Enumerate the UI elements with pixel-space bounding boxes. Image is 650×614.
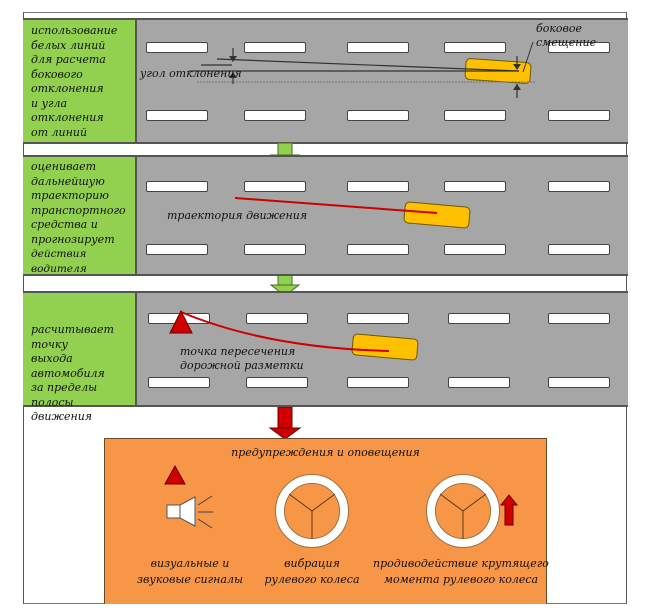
caption-visual-sound: визуальные и звуковые сигналы [125, 556, 255, 588]
stage-2-label-line: прогнозирует [31, 232, 115, 246]
vehicle [464, 57, 532, 85]
stage-3-label-line: за пределы полосы [31, 381, 98, 409]
deviation-angle-label: угол отклонения [140, 67, 242, 80]
lane-dash [246, 313, 308, 324]
sound-wave-icon [197, 518, 213, 529]
stage-1-label-line: и угла [31, 96, 68, 110]
stage-3-label-line: движения [31, 410, 93, 423]
warnings-panel: предупреждения и оповещения визуальные и… [104, 438, 549, 604]
stage-1-label-line: использование [31, 24, 118, 37]
sound-wave-icon [197, 495, 213, 506]
lane-dash [246, 377, 308, 388]
warnings-title: предупреждения и оповещения [231, 446, 420, 459]
lane-dash [146, 42, 208, 53]
stage-2-label-line: транспортного [31, 203, 126, 217]
stage-2-label-line: траекторию [31, 189, 109, 202]
lane-dash [148, 377, 210, 388]
speaker-cone-icon [179, 496, 196, 527]
lane-dash [347, 42, 409, 53]
steering-wheel-spoke [439, 493, 464, 512]
stage-1-panel: использование белых линий для расчета бо… [23, 18, 628, 144]
lane-dash [548, 42, 610, 53]
lane-dash [444, 42, 506, 53]
crossing-point-label-line: дорожной разметки [180, 359, 304, 372]
stage-1-label-line: для расчета [31, 53, 106, 66]
lateral-offset-label-line: смещение [536, 36, 597, 49]
caption-vibration: вибрация рулевого колеса [245, 556, 379, 588]
caption-line: продиводействие крутящего [373, 557, 549, 570]
lane-dash [148, 313, 210, 324]
stage-3-label: расчитывает точку выхода автомобиля за п… [23, 293, 137, 423]
lane-dash [448, 313, 510, 324]
stage-3-panel: расчитывает точку выхода автомобиля за п… [23, 291, 628, 423]
steering-wheel-rim [427, 475, 499, 547]
lateral-offset-label: боковое смещение [536, 22, 596, 50]
stage-1-label: использование белых линий для расчета бо… [23, 20, 137, 142]
lateral-offset-label-line: боковое [536, 22, 583, 35]
vehicle [403, 201, 471, 229]
lane-dash [244, 42, 306, 53]
stage-2-label-line: средства и [31, 218, 98, 231]
caption-line: момента рулевого колеса [383, 573, 539, 586]
steering-wheel-spoke [462, 493, 487, 512]
crossing-point-label: точка пересечения дорожной разметки [180, 345, 304, 373]
steering-wheel-spoke [288, 493, 313, 512]
crossing-point-label-line: точка пересечения [180, 345, 296, 358]
caption-line: звуковые сигналы [137, 573, 243, 586]
lane-dash [146, 110, 208, 121]
stage-2-label-line: оценивает [31, 160, 97, 173]
lane-dash [548, 377, 610, 388]
stage-1-label-line: бокового [31, 67, 83, 81]
stage-2-label-line: дальнейшую [31, 174, 105, 188]
stage-1-label-line: от линий [31, 125, 88, 139]
arrow-up-icon [499, 494, 519, 526]
lane-dash [347, 110, 409, 121]
lane-dash [347, 244, 409, 255]
stage-2-label-line: действия водителя [31, 248, 87, 275]
arrow-down-icon [229, 56, 237, 62]
lane-dash [146, 181, 208, 192]
lane-dash [244, 181, 306, 192]
lane-dash [448, 377, 510, 388]
stage-2-label: оценивает дальнейшую траекторию транспор… [23, 157, 137, 275]
caption-line: рулевого колеса [264, 573, 360, 586]
lane-dash [548, 181, 610, 192]
arrow-up-icon [513, 84, 521, 90]
caption-line: визуальные и [150, 557, 230, 570]
lane-dash [548, 110, 610, 121]
vehicle [351, 333, 419, 361]
lane-dash [548, 313, 610, 324]
stage-2-road: траектория движения [137, 157, 628, 274]
stage-3-road: точка пересечения дорожной разметки [137, 293, 628, 405]
lane-dash [444, 181, 506, 192]
lane-dash [146, 244, 208, 255]
lane-dash [244, 110, 306, 121]
warning-triangle-icon [164, 464, 186, 485]
lane-dash [444, 110, 506, 121]
stage-3-label-line: расчитывает точку [31, 323, 114, 351]
caption-counter-torque: продиводействие крутящего момента рулево… [373, 556, 549, 588]
stage-1-label-line: отклонения [31, 111, 104, 124]
trajectory-label: траектория движения [167, 209, 308, 222]
lane-dash [548, 244, 610, 255]
stage-2-panel: оценивает дальнейшую траекторию транспор… [23, 155, 628, 276]
speaker-body-icon [166, 504, 181, 519]
lane-dash [347, 377, 409, 388]
lane-dash [244, 244, 306, 255]
steering-wheel-spoke [311, 493, 336, 512]
caption-line: вибрация [284, 557, 340, 570]
stage-1-road: угол отклонения боковое смещение [137, 20, 628, 142]
stage-1-label-line: отклонения [31, 82, 104, 95]
stage-1-label-line: белых линий [31, 38, 106, 52]
stage-3-label-line: выхода автомобиля [31, 352, 105, 380]
lane-dash [444, 244, 506, 255]
steering-wheel-rim [276, 475, 348, 547]
lane-dash [347, 181, 409, 192]
lane-dash [347, 313, 409, 324]
